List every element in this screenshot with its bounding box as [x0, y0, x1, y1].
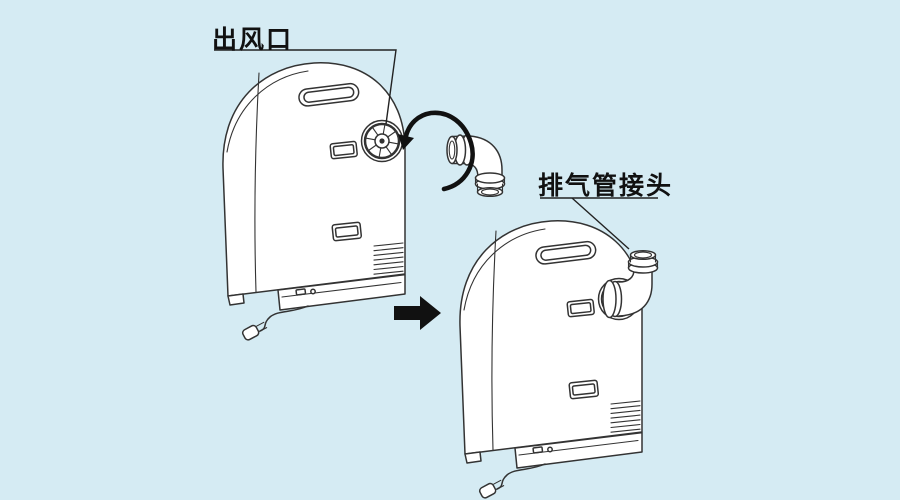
- step-arrow-icon: [394, 296, 441, 330]
- machine-after: [459, 220, 643, 500]
- leader-line-exhaust-connector: [540, 197, 658, 250]
- machine-before: [222, 62, 406, 342]
- rotation-arrow-icon: [398, 110, 475, 192]
- fan-grille: [364, 123, 400, 159]
- leader-line-air-outlet: [214, 49, 397, 125]
- air-outlet-label: 出风口: [212, 26, 294, 54]
- exhaust-pipe-connector-label: 排气管接头: [538, 172, 674, 200]
- elbow-pipe-attached: [602, 249, 659, 319]
